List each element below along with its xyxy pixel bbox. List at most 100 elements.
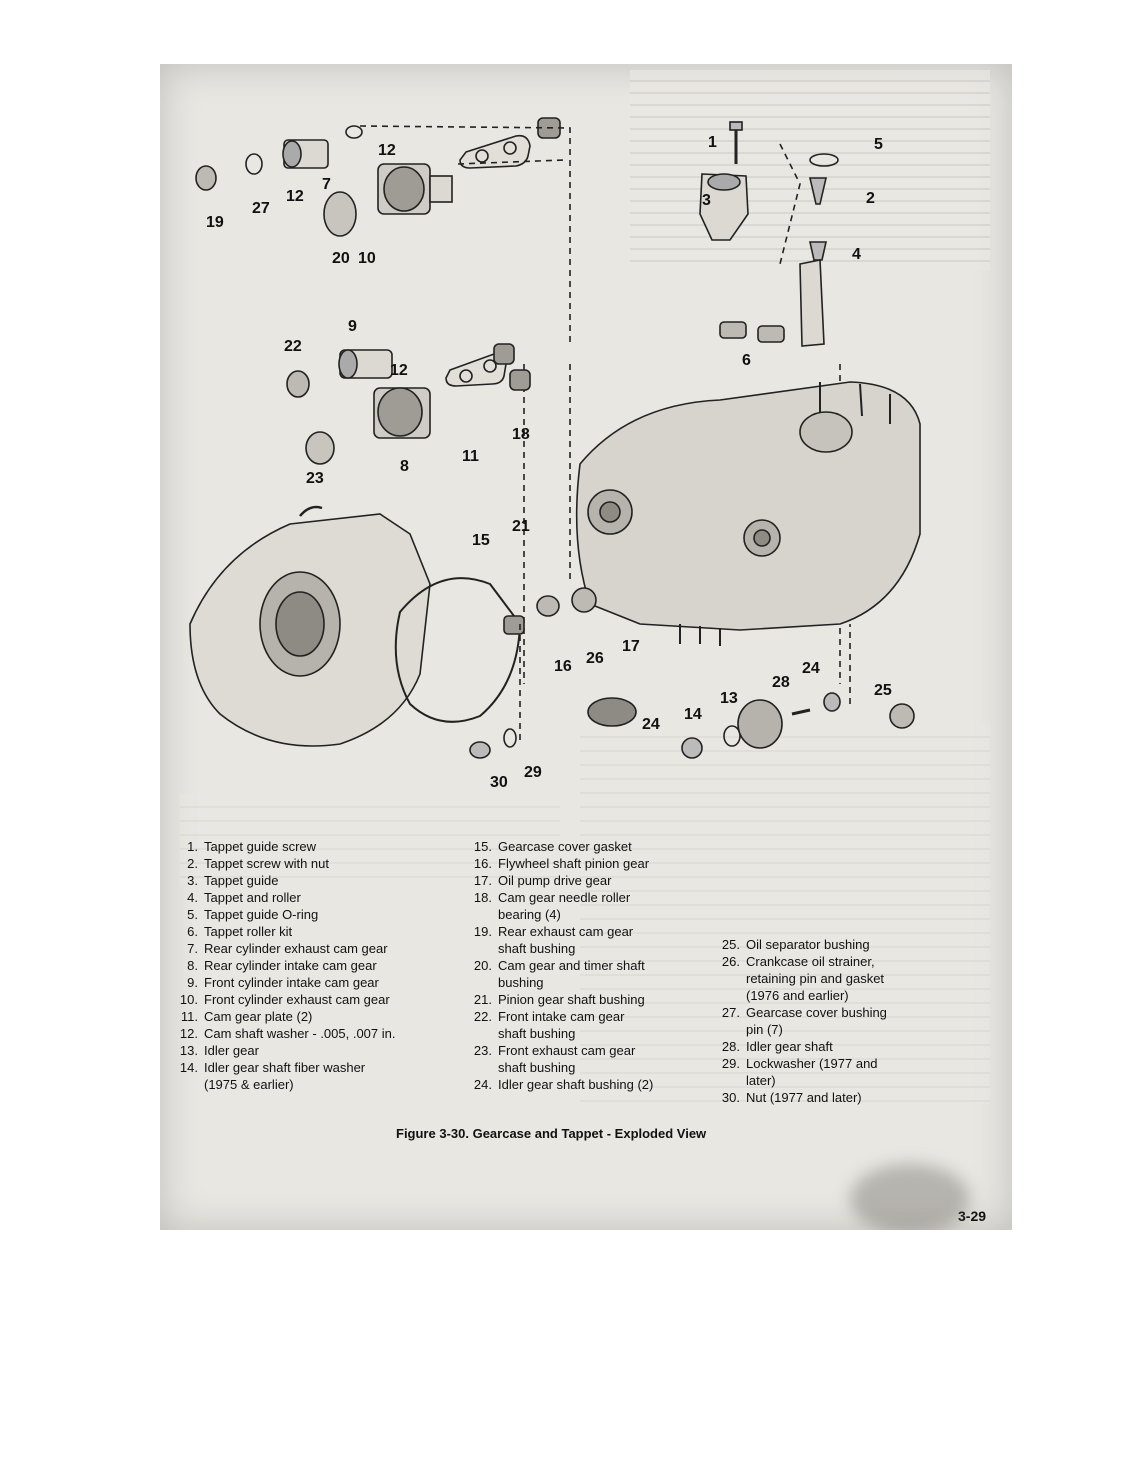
callout-6: 6 [742,352,751,369]
legend-item: 11.Cam gear plate (2) [180,1009,313,1024]
legend-item: 30.Nut (1977 and later) [721,1090,862,1105]
cam-gear-8 [373,387,431,439]
figure-caption: Figure 3-30. Gearcase and Tappet - Explo… [396,1126,707,1141]
legend-item: 27.Gearcase cover bushing pin (7) [721,1005,887,1037]
legend-item: 14.Idler gear shaft fiber washer (1975 &… [179,1060,366,1092]
callout-30: 30 [490,774,508,791]
idler-fiber-washer [723,725,741,747]
idler-bushing-24b [823,692,841,712]
callout-2: 2 [866,190,875,207]
legend-item: 3.Tappet guide [187,873,279,888]
legend-item: 13.Idler gear [179,1043,259,1058]
cam-gear-10 [377,163,453,215]
callout-29: 29 [524,764,542,781]
legend-item: 15.Gearcase cover gasket [473,839,632,854]
bushing-22 [286,370,310,398]
cam-gear-7 [282,139,329,169]
crankcase [575,381,921,646]
callout-24-right: 24 [802,660,820,677]
legend-item: 26.Crankcase oil strainer, retaining pin… [721,954,885,1003]
tappet-assembly [699,121,839,347]
callout-25: 25 [874,682,892,699]
bleed-through-text [630,70,990,270]
callout-10: 10 [358,250,376,267]
callout-12-left: 12 [286,188,304,205]
callout-4: 4 [852,246,861,263]
gearcase-cover [189,505,431,747]
callout-19: 19 [206,214,224,231]
bleed-through-text [180,794,560,884]
idler-bushing-24 [681,737,703,759]
legend-item: 28.Idler gear shaft [721,1039,833,1054]
callout-26: 26 [586,650,604,667]
lockwasher-29 [503,728,517,748]
callout-18: 18 [512,426,530,443]
callout-9: 9 [348,318,357,335]
needle-bearing-18 [509,369,531,391]
legend-item: 1.Tappet guide screw [187,839,317,854]
bushing-19 [195,165,217,191]
callout-13: 13 [720,690,738,707]
legend-item: 22.Front intake cam gear shaft bushing [473,1009,625,1041]
legend-item: 23.Front exhaust cam gear shaft bushing [473,1043,636,1075]
legend-item: 24.Idler gear shaft bushing (2) [473,1077,654,1092]
callout-22: 22 [284,338,302,355]
washer-12-top [345,125,363,139]
legend-item: 17.Oil pump drive gear [473,873,612,888]
pinion-gear-16 [536,595,560,617]
cam-gear-plate-top [459,134,531,169]
oil-strainer [587,697,637,727]
callout-20: 20 [332,250,350,267]
scanned-page: 1 2 3 4 5 6 7 8 9 10 11 12 12 12 13 14 1… [160,64,1012,1230]
page-number: 3-29 [958,1208,987,1224]
legend-item: 8.Rear cylinder intake cam gear [187,958,377,973]
callout-27: 27 [252,200,270,217]
callout-12-top: 12 [378,142,396,159]
legend-item: 18.Cam gear needle roller bearing (4) [473,890,631,922]
legend-item: 19.Rear exhaust cam gear shaft bushing [473,924,634,956]
bushing-23 [305,431,335,465]
exploded-view-diagram [189,117,921,759]
legend-item: 21.Pinion gear shaft bushing [473,992,645,1007]
callout-3: 3 [702,192,711,209]
callout-21: 21 [512,518,530,535]
legend-item: 5.Tappet guide O-ring [187,907,319,922]
legend-item: 25.Oil separator bushing [721,937,870,952]
callout-1: 1 [708,134,717,151]
callout-15: 15 [472,532,490,549]
washer-12 [245,153,263,175]
nut-30 [469,741,491,759]
legend-item: 10.Front cylinder exhaust cam gear [179,992,390,1007]
callout-17: 17 [622,638,640,655]
idler-gear-shaft-28 [791,708,811,716]
gearcase-gasket [394,577,522,723]
callout-7: 7 [322,176,331,193]
idler-gear-13 [737,699,783,749]
callout-5: 5 [874,136,883,153]
legend-item: 12.Cam shaft washer - .005, .007 in. [179,1026,396,1041]
legend-item: 9.Front cylinder intake cam gear [187,975,379,990]
callout-8: 8 [400,458,409,475]
legend-item: 2.Tappet screw with nut [187,856,330,871]
callout-12-mid: 12 [390,362,408,379]
callout-23: 23 [306,470,324,487]
legend-column-2: 15.Gearcase cover gasket 16.Flywheel sha… [466,838,696,1093]
coffee-stain [850,1164,970,1230]
legend-item: 20.Cam gear and timer shaft bushing [473,958,645,990]
oil-pump-drive-gear [571,587,597,613]
callout-16: 16 [554,658,572,675]
needle-bearing-middle [493,343,515,365]
callout-28: 28 [772,674,790,691]
bleed-through-text [580,724,990,1104]
callout-24-left: 24 [642,716,660,733]
legend-column-3: 25.Oil separator bushing 26.Crankcase oi… [714,936,910,1106]
legend-item: 16.Flywheel shaft pinion gear [473,856,650,871]
callout-14: 14 [684,706,702,723]
legend-item: 7.Rear cylinder exhaust cam gear [187,941,388,956]
cam-gear-9 [338,349,393,379]
legend-item: 29.Lockwasher (1977 and later) [721,1056,878,1088]
oil-separator-bushing [889,703,915,729]
legend-item: 4.Tappet and roller [187,890,301,905]
legend-column-1: 1.Tappet guide screw 2.Tappet screw with… [172,838,468,1093]
callout-11: 11 [462,448,479,465]
